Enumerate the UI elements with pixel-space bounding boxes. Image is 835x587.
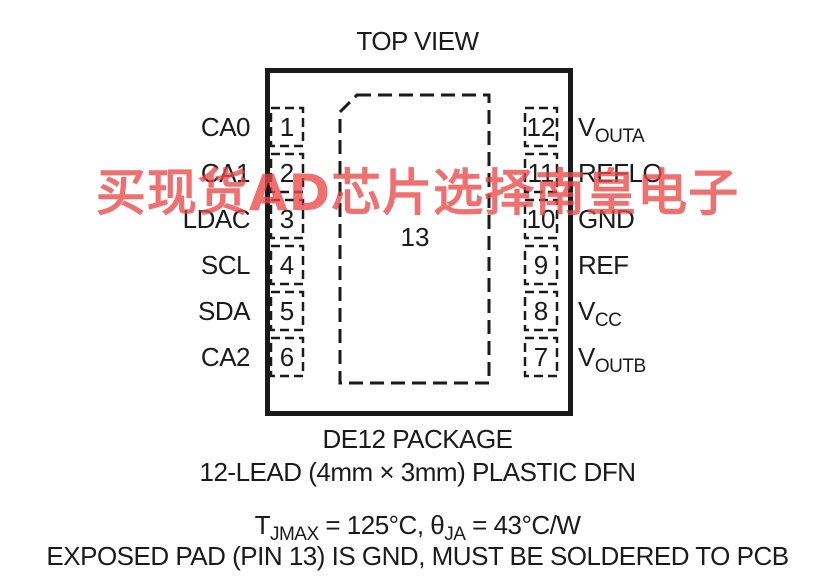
pin-number-6: 6: [279, 342, 295, 372]
pin-number-2: 2: [279, 158, 295, 188]
exposed-pad-note: EXPOSED PAD (PIN 13) IS GND, MUST BE SOL…: [46, 541, 789, 571]
exposed-pad-number: 13: [400, 222, 430, 252]
pin-number-3: 3: [279, 204, 295, 234]
pin-label-12: VOUTA: [578, 112, 645, 147]
pin-pad-10: [523, 198, 559, 240]
pin-label-4: SCL: [200, 250, 251, 280]
pin-label-5: SDA: [198, 296, 250, 326]
pin-pad-3: [269, 198, 305, 240]
pin-pad-2: [269, 152, 305, 194]
pin-label-2: CA1: [200, 158, 251, 188]
pin-pad-9: [523, 244, 559, 286]
pin-label-7: VOUTB: [578, 342, 646, 377]
pin-label-8: VCC: [578, 296, 622, 331]
pin-pad-4: [269, 244, 305, 286]
package-outline: [265, 68, 573, 416]
pin-pad-1: [269, 106, 305, 148]
pin-pad-6: [269, 336, 305, 378]
pin-pad-7: [523, 336, 559, 378]
pin-number-9: 9: [533, 250, 549, 280]
pin-label-3: LDAC: [182, 204, 251, 234]
pin-label-10: GND: [578, 204, 635, 234]
pin-label-1: CA0: [200, 112, 251, 142]
pin-number-7: 7: [533, 342, 549, 372]
pin-pad-11: [523, 152, 559, 194]
pin-label-11: REFLO: [578, 158, 663, 188]
pin-number-11: 11: [527, 158, 555, 188]
pin-pad-5: [269, 290, 305, 332]
pin-number-12: 12: [526, 112, 556, 142]
pin-number-8: 8: [533, 296, 549, 326]
view-title: TOP VIEW: [356, 26, 479, 56]
pin-pad-8: [523, 290, 559, 332]
pin-label-6: CA2: [200, 342, 251, 372]
pin-label-9: REF: [578, 250, 629, 280]
pin-number-5: 5: [279, 296, 295, 326]
pin-pad-12: [523, 106, 559, 148]
pin-number-10: 10: [526, 204, 556, 234]
package-description: 12-LEAD (4mm × 3mm) PLASTIC DFN: [199, 457, 636, 487]
watermark-text: 买现货AD芯片选择南皇电子: [95, 164, 740, 222]
thermal-spec: TJMAX = 125°C, θJA = 43°C/W: [254, 510, 581, 545]
exposed-pad-outline: [338, 93, 491, 385]
pin-number-4: 4: [279, 250, 295, 280]
package-name: DE12 PACKAGE: [322, 424, 513, 454]
pin-number-1: 1: [279, 112, 295, 142]
